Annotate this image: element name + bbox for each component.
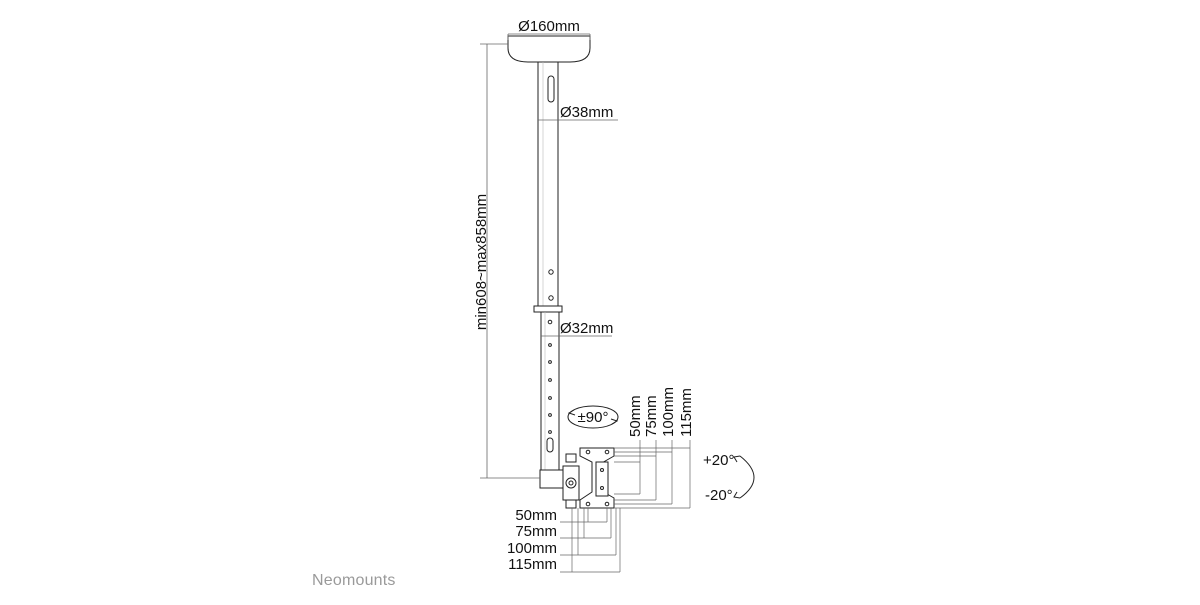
vesa-vertical-75: 75mm — [643, 395, 660, 437]
rotation-indicator — [567, 405, 619, 429]
ceiling-plate — [507, 35, 591, 63]
lower-pole-diameter-label: Ø32mm — [560, 320, 613, 337]
vesa-horizontal-100: 100mm — [507, 540, 557, 557]
upper-pole-diameter-label: Ø38mm — [560, 104, 613, 121]
pole-collar — [533, 305, 563, 313]
height-range-label: min608~max858mm — [473, 194, 490, 330]
plate-diameter-dimension — [507, 33, 591, 40]
vesa-vertical-115: 115mm — [678, 388, 695, 437]
vesa-horizontal-75: 75mm — [515, 523, 557, 540]
tilt-indicator — [733, 455, 755, 499]
vesa-vertical-100: 100mm — [660, 387, 677, 437]
rotation-label: ±90° — [578, 409, 609, 426]
tilt-up-label: +20° — [703, 452, 734, 469]
vesa-horizontal-115: 115mm — [508, 556, 557, 573]
vesa-horizontal-50: 50mm — [515, 507, 557, 524]
plate-diameter-label: Ø160mm — [518, 18, 580, 35]
lower-pole — [539, 311, 567, 489]
vesa-horizontal-dimensions — [560, 508, 621, 573]
height-dimension — [480, 43, 540, 479]
tilt-head — [562, 453, 580, 509]
vesa-vertical-50: 50mm — [627, 395, 644, 437]
brand-logo-text: Neomounts — [312, 572, 396, 589]
upper-pole — [537, 61, 559, 309]
vesa-vertical-dimensions — [614, 440, 691, 509]
tilt-down-label: -20° — [705, 487, 733, 504]
vesa-plate — [579, 447, 615, 509]
